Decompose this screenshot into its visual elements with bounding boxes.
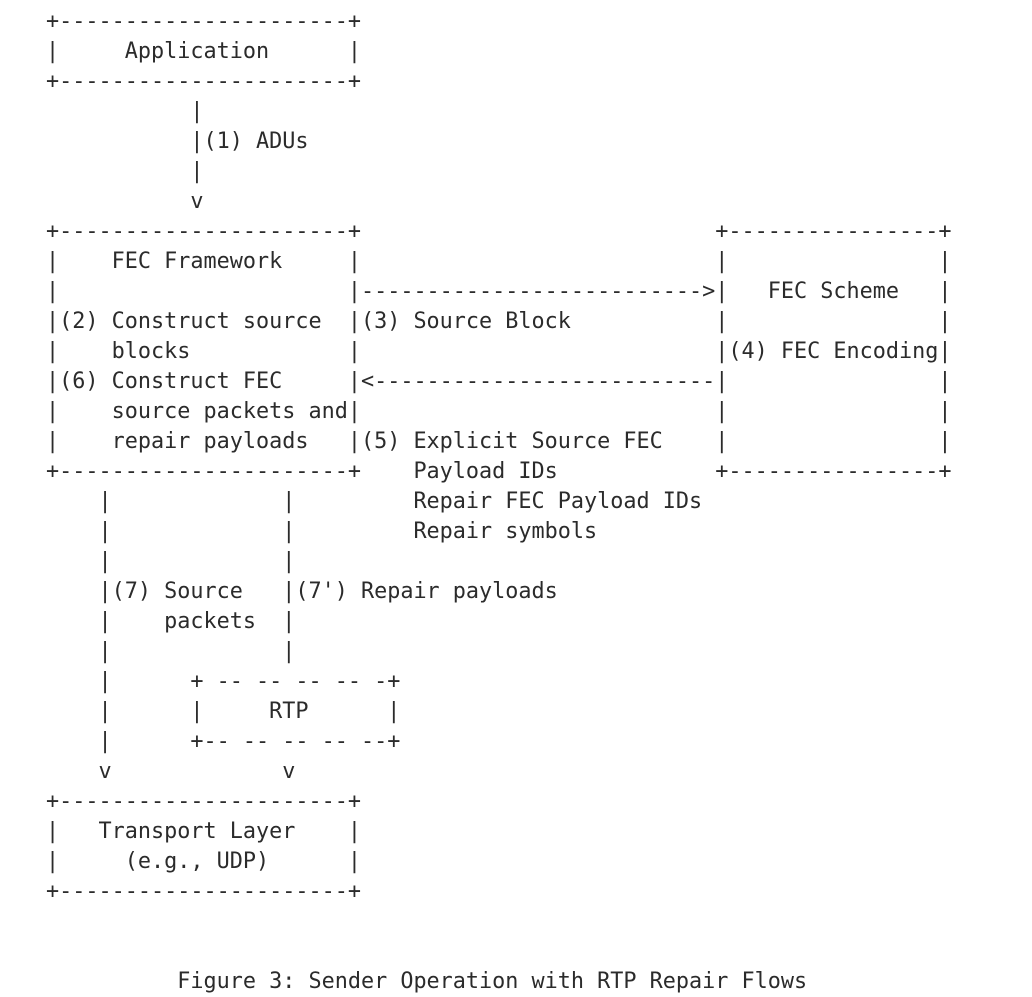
application-box-top: +----------------------+ [46, 9, 361, 34]
repair-symbols-row: | | Repair symbols [46, 519, 598, 544]
transport-box-bottom: +----------------------+ [46, 879, 361, 904]
fec-boxes-bottom: +----------------------+ Payload IDs +--… [46, 459, 952, 484]
fec-scheme-title-row: | |-------------------------->| FEC Sche… [46, 279, 952, 304]
rtp-box-bottom: | +-- -- -- -- --+ [46, 729, 401, 754]
application-box-label: | Application | [46, 39, 361, 64]
adus-arrow-line: | [46, 159, 204, 184]
return-arrow-row: |(6) Construct FEC |<-------------------… [46, 369, 952, 394]
adus-arrow-label: |(1) ADUs [46, 129, 309, 154]
application-box-bottom: +----------------------+ [46, 69, 361, 94]
spacer-row [46, 937, 951, 967]
repair-fec-payload-ids-row: | | Repair FEC Payload IDs [46, 489, 703, 514]
rtp-box-top: | + -- -- -- -- -+ [46, 669, 401, 694]
rtp-box-label: | | RTP | [46, 699, 401, 724]
packets-row: | packets | [46, 609, 296, 634]
source-block-row: |(2) Construct source |(3) Source Block … [46, 309, 952, 334]
transport-box-sublabel: | (e.g., UDP) | [46, 849, 361, 874]
source-repair-payloads-row: |(7) Source |(7') Repair payloads [46, 579, 558, 604]
flow-lines-row: | | [46, 549, 296, 574]
adus-arrowhead: v [46, 189, 204, 214]
adus-arrow-line: | [46, 99, 204, 124]
transport-box-top: +----------------------+ [46, 789, 361, 814]
flow-lines-row: | | [46, 639, 296, 664]
fec-encoding-row: | blocks | |(4) FEC Encoding| [46, 339, 952, 364]
ascii-diagram: +----------------------+ | Application | +… [46, 7, 951, 997]
figure-caption: Figure 3: Sender Operation with RTP Repa… [46, 969, 808, 994]
explicit-source-fec-row: | repair payloads |(5) Explicit Source F… [46, 429, 952, 454]
source-packets-row: | source packets and| | | [46, 399, 952, 424]
fec-boxes-top: +----------------------+ +--------------… [46, 219, 952, 244]
fec-framework-title: | FEC Framework | | | [46, 249, 952, 274]
spacer-row [46, 907, 951, 937]
transport-box-label: | Transport Layer | [46, 819, 361, 844]
transport-arrowheads: v v [46, 759, 296, 784]
